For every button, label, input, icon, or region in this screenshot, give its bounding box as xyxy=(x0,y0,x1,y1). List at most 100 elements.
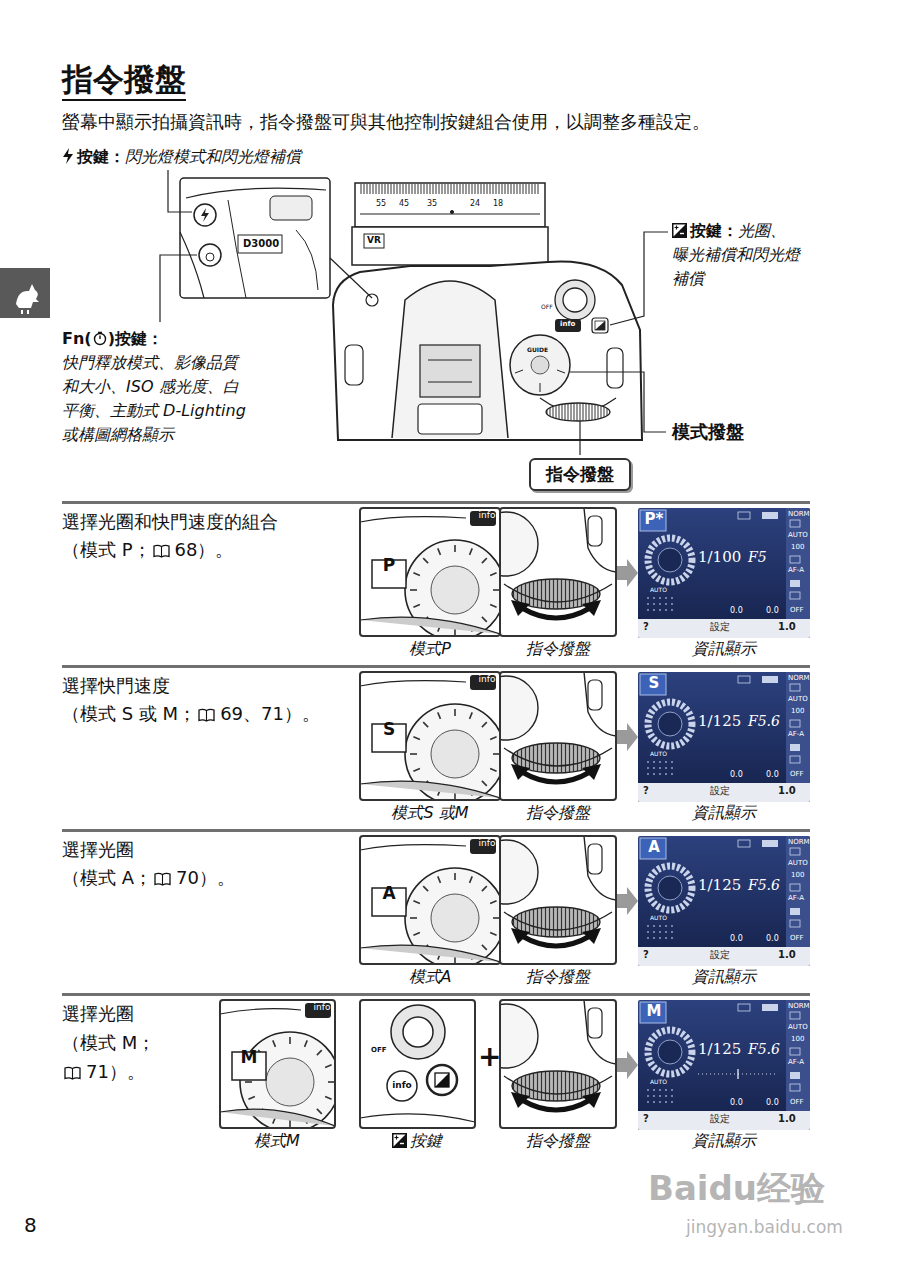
circle-shape xyxy=(671,761,673,763)
circle-shape xyxy=(647,609,649,611)
label-text: M xyxy=(241,1047,258,1067)
rect-shape xyxy=(762,676,778,683)
label-text: Baidu经验 xyxy=(648,1168,825,1208)
rect-shape xyxy=(638,783,810,802)
polygon-shape xyxy=(511,1092,530,1108)
text-line: （模式 M； xyxy=(62,1031,155,1055)
flow-arrow xyxy=(617,1051,638,1079)
label-text: 模式撥盤 xyxy=(672,421,744,442)
circle-shape xyxy=(647,1089,649,1091)
label-text: 8 xyxy=(24,1213,37,1237)
text-line: 資訊顯示 xyxy=(692,802,756,824)
frame xyxy=(500,508,616,636)
label-text: 70）。 xyxy=(176,867,235,888)
display-text: 0.0 xyxy=(730,606,743,616)
display-text: 100 xyxy=(791,543,804,551)
label-text: 快門釋放模式、影像品質和大小、ISO 感光度、白平衡、主動式 D-Lightin… xyxy=(62,353,246,444)
path-shape xyxy=(504,912,612,930)
rect-shape xyxy=(786,508,810,619)
display-text: F5 xyxy=(748,549,767,566)
label-text: 按鍵： xyxy=(690,221,738,240)
label-text: 資訊顯示 xyxy=(692,1131,756,1150)
path-shape xyxy=(199,709,214,721)
display-text: 0.0 xyxy=(730,1098,743,1108)
mode-dial-picture xyxy=(360,839,500,964)
row-rule xyxy=(62,829,810,832)
display-text: NORM xyxy=(788,838,810,846)
line-shape xyxy=(470,712,473,718)
book-icon xyxy=(64,1066,81,1080)
exp-icon xyxy=(392,1133,407,1148)
circle-shape xyxy=(500,676,538,740)
text-line: OFF xyxy=(371,1046,387,1054)
callout-box: 指令撥盤 xyxy=(529,458,631,491)
info-display: A1/125F5.6NORMAUTO100AF-AAUTO0.00.0OFF設定… xyxy=(638,836,810,966)
circle-shape xyxy=(653,1101,655,1103)
text-line: 按鍵 xyxy=(392,1130,442,1152)
rect-shape xyxy=(762,840,778,847)
text-line: 71）。 xyxy=(62,1060,145,1084)
line-shape xyxy=(248,1097,254,1100)
rect-shape xyxy=(638,619,810,638)
path-shape xyxy=(360,681,466,686)
circle-shape xyxy=(658,876,682,900)
circle-shape xyxy=(647,1095,649,1097)
rect-shape xyxy=(588,680,602,710)
circle-shape xyxy=(431,894,479,942)
info-button xyxy=(470,675,496,690)
label-text: info xyxy=(479,510,496,520)
text-line: S xyxy=(383,719,395,739)
display-text: M xyxy=(641,1002,667,1020)
circle-shape xyxy=(647,937,649,939)
circle-shape xyxy=(665,1089,667,1091)
text-line: 螢幕中顯示拍攝資訊時，指令撥盤可與其他控制按鍵組合使用，以調整多種設定。 xyxy=(62,110,710,134)
circle-shape xyxy=(647,761,649,763)
display-text: AUTO xyxy=(788,859,808,867)
text-line: 選擇快門速度 xyxy=(62,674,170,698)
line-shape xyxy=(490,933,496,936)
text-line: 模式A xyxy=(409,966,452,988)
path-shape xyxy=(360,1114,475,1122)
label-text: 指令撥盤 xyxy=(526,639,590,658)
rect-shape xyxy=(790,520,800,527)
power-switch xyxy=(391,1005,445,1059)
info-button xyxy=(305,1003,331,1018)
path-shape xyxy=(680,233,684,234)
text-line: info xyxy=(479,674,496,686)
label-text: 35 xyxy=(427,199,437,208)
display-ground xyxy=(638,1000,810,1130)
rect-shape xyxy=(738,840,750,847)
display-text: A xyxy=(641,838,667,856)
display-text: 1.0 xyxy=(778,949,796,961)
display-text: F5.6 xyxy=(748,877,780,894)
line-shape xyxy=(438,548,441,554)
path-shape xyxy=(584,1000,616,1064)
row-rule xyxy=(62,665,810,668)
label-text: 55 xyxy=(376,199,386,208)
line-shape xyxy=(410,753,417,755)
circle-shape xyxy=(431,566,479,614)
rect-shape xyxy=(638,1111,810,1130)
label-text: 24 xyxy=(470,199,480,208)
text-line: 45 xyxy=(399,199,409,210)
rect-shape xyxy=(435,1073,449,1087)
flow-arrow xyxy=(617,887,638,915)
info-display: M1/125F5.6NORMAUTO100AF-AAUTO0.00.0OFF設定… xyxy=(638,1000,810,1130)
rect-shape xyxy=(762,512,778,519)
mode-dial-picture xyxy=(220,1003,335,1128)
line-shape xyxy=(317,1109,322,1114)
text-line: VR xyxy=(367,235,381,247)
text-line: 8 xyxy=(24,1212,37,1239)
rect-shape xyxy=(790,1012,800,1019)
circle-shape xyxy=(659,597,661,599)
line-shape xyxy=(325,1065,331,1068)
rect-shape xyxy=(790,920,800,927)
label-text: VR xyxy=(367,235,381,245)
circle-shape xyxy=(671,925,673,927)
info-button xyxy=(470,839,496,854)
book-icon xyxy=(154,872,171,886)
label-text: 模式M xyxy=(254,1131,300,1150)
display-text: F5.6 xyxy=(748,1041,780,1058)
circle-shape xyxy=(671,1089,673,1091)
rect-shape xyxy=(738,1004,750,1011)
